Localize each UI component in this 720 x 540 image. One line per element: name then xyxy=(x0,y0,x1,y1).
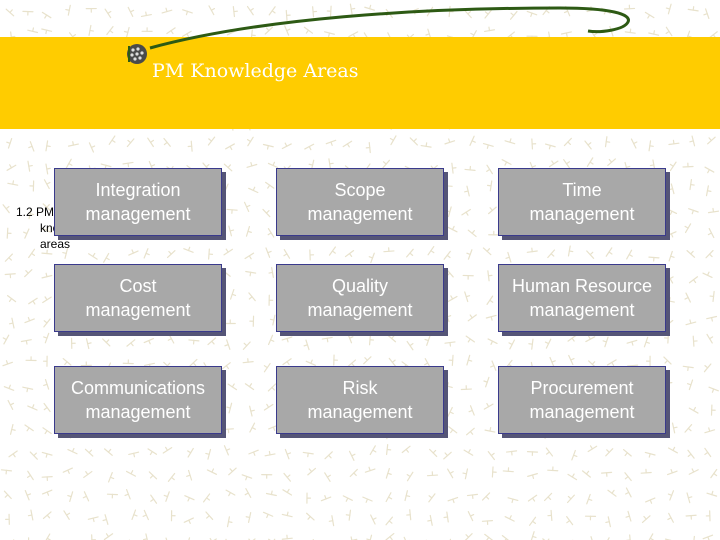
scope-management-box: Scope management xyxy=(276,168,444,236)
communications-management-box: Communications management xyxy=(54,366,222,434)
risk-management-box: Risk management xyxy=(276,366,444,434)
time-management-box: Time management xyxy=(498,168,666,236)
box-label: Risk xyxy=(342,378,378,398)
human-resource-management-box: Human Resource management xyxy=(498,264,666,332)
bullet-ornament-icon xyxy=(127,44,147,64)
box-label: management xyxy=(529,300,635,320)
box-label: Human Resource xyxy=(511,276,653,296)
procurement-management-box: Procurement management xyxy=(498,366,666,434)
box-label: Cost xyxy=(119,276,157,296)
title-band xyxy=(0,37,720,129)
box-label: Scope xyxy=(334,180,386,200)
box-label: management xyxy=(307,300,413,320)
box-label: management xyxy=(85,204,191,224)
quality-management-box: Quality management xyxy=(276,264,444,332)
swoosh-line xyxy=(149,6,630,50)
cost-management-box: Cost management xyxy=(54,264,222,332)
box-label: Communications xyxy=(70,378,206,398)
box-label: Quality xyxy=(331,276,388,296)
box-label: Procurement xyxy=(530,378,634,398)
box-label: Time xyxy=(562,180,602,200)
box-label: management xyxy=(529,402,635,422)
box-label: Integration xyxy=(95,180,181,200)
side-label-line: 1.2 PM xyxy=(16,205,55,219)
integration-management-box: Integration management xyxy=(54,168,222,236)
box-label: management xyxy=(307,204,413,224)
slide-title: PM Knowledge Areas xyxy=(152,60,359,82)
box-label: management xyxy=(85,300,191,320)
box-label: management xyxy=(307,402,413,422)
box-label: management xyxy=(529,204,635,224)
side-label-line: areas xyxy=(40,237,71,251)
box-label: management xyxy=(85,402,191,422)
